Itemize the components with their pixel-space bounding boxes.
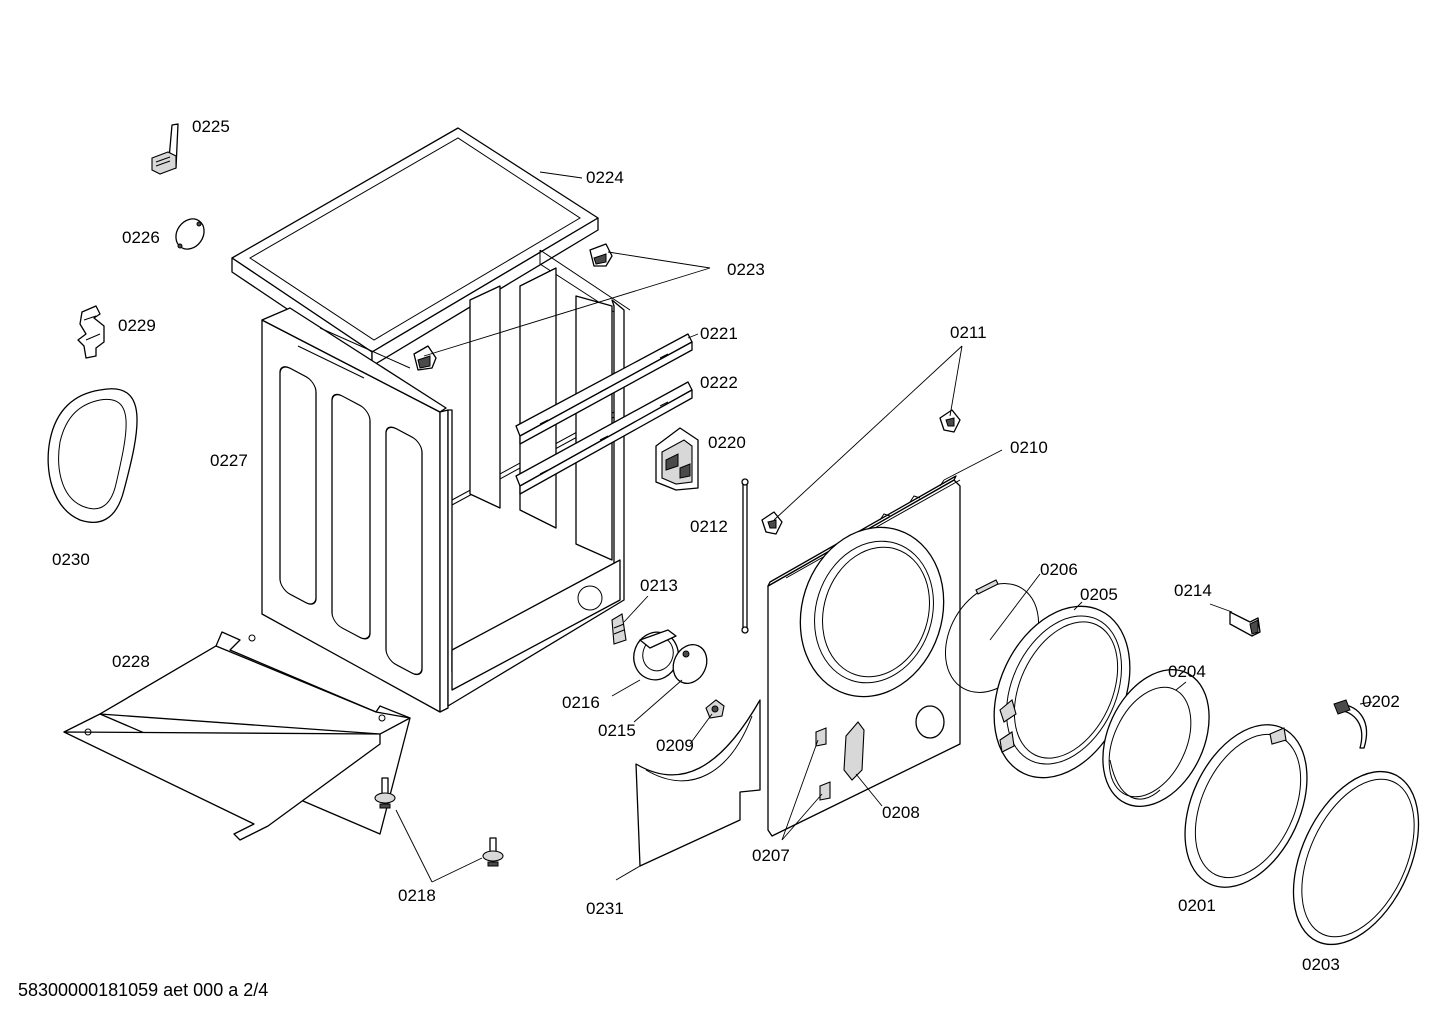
leader-lines [395,171,1373,883]
label-0214: 0214 [1174,581,1212,600]
part-0205-door-frame [993,605,1131,779]
label-0213: 0213 [640,576,678,595]
part-0220-electronic-module [655,427,699,491]
document-id: 58300000181059 aet 000 a 2/4 [18,980,269,1000]
part-0203-door-outer [1292,770,1420,946]
label-0227: 0227 [210,451,248,470]
part-0201-door-inner [1184,724,1308,888]
label-0215: 0215 [598,721,636,740]
part-number-labels: 0225 0224 0226 0223 0229 0221 0211 0222 … [52,117,1400,974]
part-0227-cabinet [261,249,631,713]
label-0224: 0224 [586,168,624,187]
part-0229-bracket [77,305,105,359]
label-0231: 0231 [586,899,624,918]
label-0201: 0201 [1178,896,1216,915]
label-0225: 0225 [192,117,230,136]
part-0226-cap [175,218,205,250]
part-0221-rail [515,333,693,445]
label-0220: 0220 [708,433,746,452]
label-0212: 0212 [690,517,728,536]
label-0229: 0229 [118,316,156,335]
label-0223: 0223 [727,260,765,279]
part-0228-base-plate [63,631,411,841]
part-0218-screw [374,777,504,867]
label-0205: 0205 [1080,585,1118,604]
part-0214-pin [1229,611,1261,637]
label-0228: 0228 [112,652,150,671]
part-0225-clip [151,123,179,175]
part-0208-door-lever [843,721,865,781]
label-0218: 0218 [398,886,436,905]
label-0202: 0202 [1362,692,1400,711]
part-0212-rod [741,478,749,634]
part-0231-kick-plate [635,699,761,867]
label-0209: 0209 [656,736,694,755]
label-0222: 0222 [700,373,738,392]
part-0209-knob [705,699,725,719]
label-0230: 0230 [52,550,90,569]
part-0230-seal [47,388,138,523]
label-0211: 0211 [950,323,987,342]
label-0210: 0210 [1010,438,1048,457]
label-0206: 0206 [1040,560,1078,579]
part-0224-top-cover [231,127,599,367]
label-0207: 0207 [752,846,790,865]
part-0215-cap [672,644,708,684]
label-0226: 0226 [122,228,160,247]
part-0223-clip [413,243,613,371]
part-0222-rail [515,381,693,495]
label-0204: 0204 [1168,662,1206,681]
label-0221: 0221 [700,324,738,343]
label-0203: 0203 [1302,955,1340,974]
part-0204-door-glass [1102,669,1210,807]
label-0216: 0216 [562,693,600,712]
part-0213-latch [611,613,627,645]
part-0202-hinge [1333,699,1368,749]
part-0210-front-panel [767,475,961,837]
label-0208: 0208 [882,803,920,822]
